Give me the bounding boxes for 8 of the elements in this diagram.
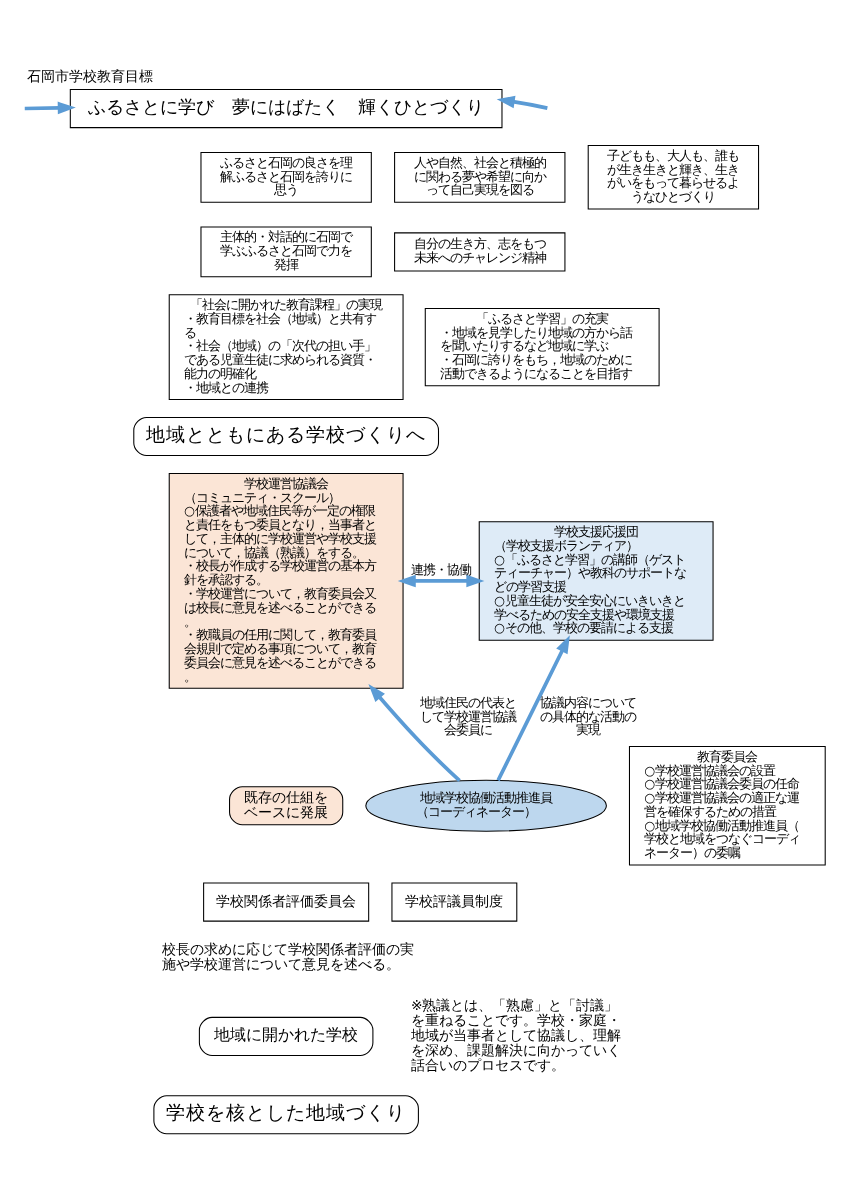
arrow	[397, 574, 485, 588]
node-box: 地域とともにある学校づくりへ	[133, 416, 440, 457]
arrow	[24, 101, 76, 115]
arrow	[496, 95, 548, 110]
arrow	[368, 684, 461, 783]
arrow	[496, 635, 570, 782]
node-box: ふるさとに学び 夢にはばたく 輝くひとづくり	[69, 89, 503, 129]
node-box: 学校を核とした地域づくり	[153, 1095, 419, 1135]
